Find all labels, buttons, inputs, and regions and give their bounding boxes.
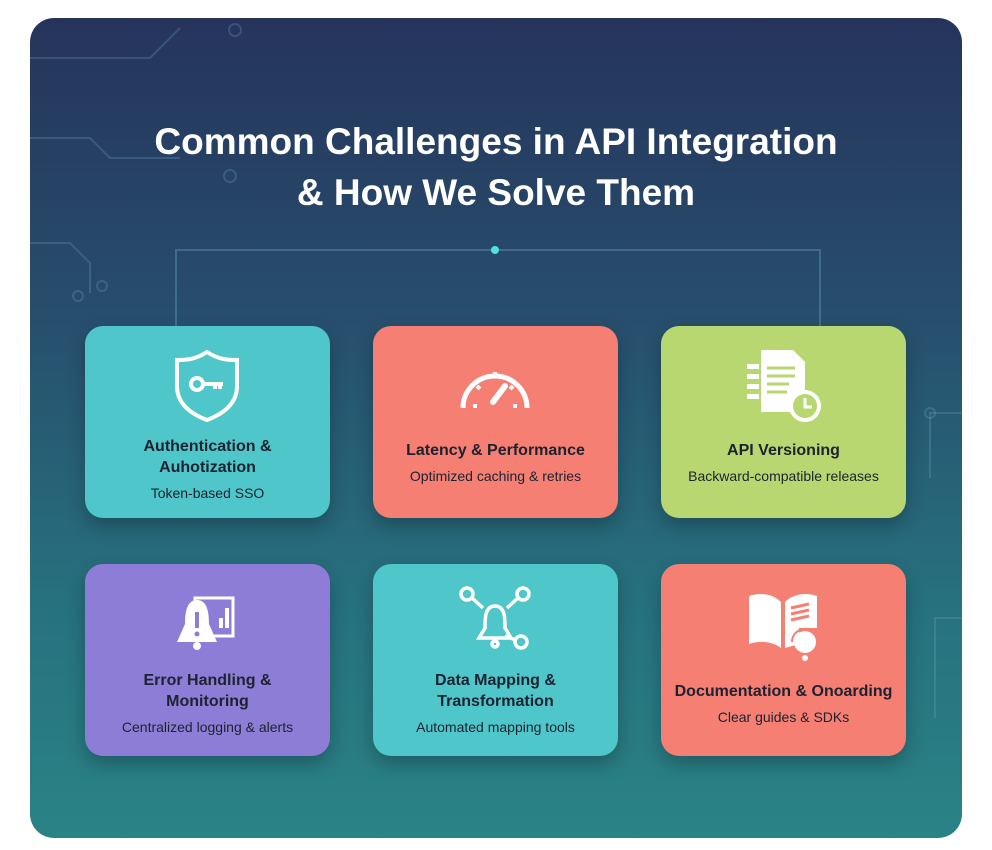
document-clock-icon (747, 350, 821, 422)
alert-bell-icon (177, 596, 235, 650)
card-heading: API Versioning (727, 442, 840, 459)
card-heading: Latency & Performance (406, 442, 585, 459)
card-subtitle: Clear guides & SDKs (717, 709, 850, 725)
card-subtitle: Optimized caching & retries (409, 468, 582, 484)
page-title: Common Challenges in API Integration & H… (30, 116, 962, 218)
card-heading: Documentation & Onoarding (674, 683, 893, 700)
card-subtitle: Automated mapping tools (416, 719, 575, 735)
title-line-1: Common Challenges in API Integration (154, 121, 838, 162)
book-headset-icon (749, 594, 819, 661)
circuit-lines-decoration (30, 23, 962, 718)
card-subtitle: Token-based SSO (150, 485, 265, 501)
card-heading: Authentication & Auhotization (143, 438, 272, 476)
card-subtitle: Backward-compatible releases (688, 468, 879, 484)
speedometer-icon (460, 372, 530, 409)
card-subtitle: Centralized logging & alerts (121, 719, 294, 735)
card-heading: Data Mapping & Transformation (435, 672, 556, 710)
card-heading: Error Handling & Monitoring (143, 672, 272, 710)
title-line-2: & How We Solve Them (296, 172, 696, 213)
shield-key-icon (175, 349, 239, 423)
bell-network-icon (459, 586, 531, 650)
